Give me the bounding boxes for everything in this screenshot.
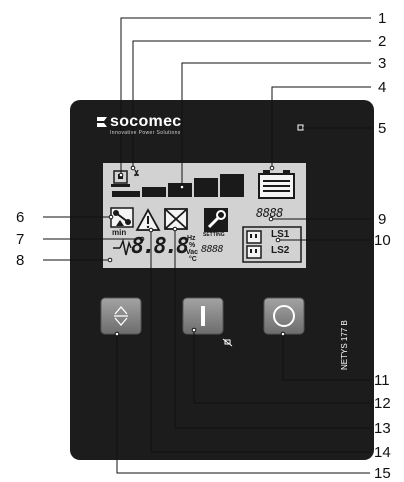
callout-12: 12 [374,395,391,412]
callout-15: 15 [374,465,391,482]
callout-8: 8 [16,252,25,269]
leader-11 [282,334,370,381]
front-panel [70,100,374,460]
outlet-icon [246,230,262,244]
off-symbol-icon [273,305,295,327]
outlet-group-icons [242,226,302,263]
unit-vac: Vac [186,249,199,256]
load-bargraph [112,174,244,197]
callout-11: 11 [374,372,390,389]
callout-9: 9 [378,211,387,228]
callout-10: 10 [374,232,391,249]
leader-3 [181,62,371,187]
buzzer-mute-icon [222,338,233,347]
leader-14 [150,230,370,453]
unit-celsius: °C [189,256,197,263]
logo-mark-icon [97,117,107,127]
leader-15 [116,334,370,474]
leader-4 [271,86,371,168]
on-button[interactable] [182,297,224,335]
callout-4: 4 [378,79,387,96]
callout-13: 13 [374,420,391,437]
brand-name: socomec [110,113,182,130]
wrench-icon [204,208,228,232]
warning-triangle-icon [135,208,161,231]
brand-tagline: Innovative Power Solutions [110,130,181,136]
model-label: NETYS 177 B [340,320,349,370]
unit-percent: % [189,242,196,249]
leader-lines [43,17,372,474]
off-button[interactable] [263,297,305,335]
small-digits: 8888 [201,244,224,255]
main-digits: 8.8.8 [131,234,189,259]
scroll-button[interactable] [100,297,142,335]
leader-dots [107,165,286,337]
callout-2: 2 [378,33,387,50]
setting-label: SETTING [203,232,225,238]
outlet-icon [246,245,262,259]
leader-2 [132,40,371,168]
callout-1: 1 [378,10,387,27]
callout-7: 7 [16,231,25,248]
on-symbol-icon [201,306,205,326]
outlet-label-ls1: LS1 [271,229,290,240]
unit-hz: Hz [187,235,196,242]
bypass-icon [110,207,134,228]
buzzer-off-icon [164,208,188,230]
ac-input-icon [113,238,132,256]
leader-1 [120,17,371,175]
top-right-digits: 8888 [256,206,283,220]
outlet-label-ls2: LS2 [271,245,290,256]
leader-12 [193,330,370,404]
mute-icon [134,169,139,177]
scroll-arrows-icon [114,306,128,326]
battery-icon [258,170,295,199]
callout-6: 6 [16,209,25,226]
callout-5: 5 [378,120,387,137]
leader-13 [174,229,370,429]
callout-14: 14 [374,444,391,461]
min-label: min [112,228,127,237]
callout-3: 3 [378,55,387,72]
